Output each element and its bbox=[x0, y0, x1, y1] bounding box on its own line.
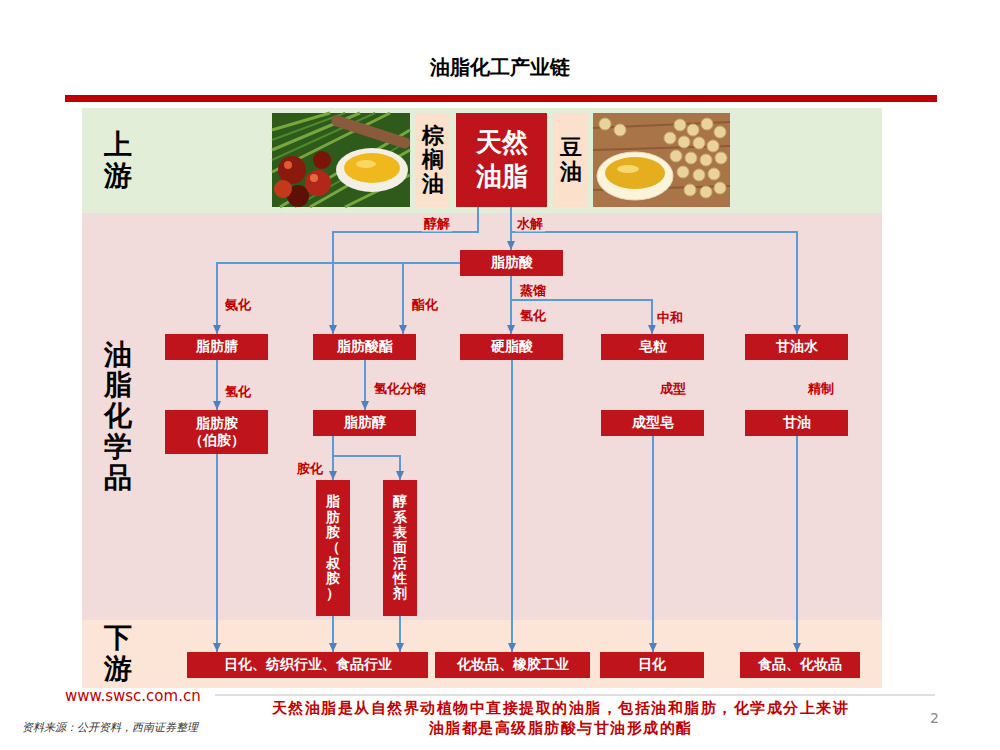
process-label-holder: 成型 bbox=[658, 378, 688, 397]
application-box: 日化 bbox=[600, 652, 704, 678]
flow-arrow bbox=[399, 616, 401, 652]
flow-arrow bbox=[364, 360, 366, 410]
product-box: 甘油水 bbox=[745, 334, 848, 360]
band-label: 下游 bbox=[104, 623, 132, 685]
title-holder: 油脂化工产业链 bbox=[0, 54, 1000, 81]
flow-arrow bbox=[796, 436, 798, 652]
flow-arrow bbox=[511, 207, 797, 334]
flow-arrow bbox=[652, 436, 654, 652]
process-label: 蒸馏 bbox=[518, 283, 548, 299]
product-box: 硬脂酸 bbox=[460, 334, 563, 360]
process-label: 精制 bbox=[806, 381, 836, 397]
footer-rule bbox=[215, 695, 935, 696]
process-label-holder: 氢化分馏 bbox=[372, 378, 428, 397]
process-label-holder: 水解 bbox=[515, 213, 545, 232]
source-note-holder: 资料来源：公开资料，西南证券整理 bbox=[22, 716, 198, 735]
process-label-holder: 精制 bbox=[806, 378, 836, 397]
process-label: 胺化 bbox=[295, 461, 325, 477]
caption: 天然油脂是从自然界动植物中直接提取的油脂，包括油和脂肪，化学成分上来讲 油脂都是… bbox=[272, 699, 850, 737]
node-label: 脂肪酸酯 bbox=[337, 338, 393, 356]
node-label: 脂肪腈 bbox=[196, 338, 238, 356]
process-label: 酯化 bbox=[410, 297, 440, 313]
application-box: 食品、化妆品 bbox=[740, 652, 860, 678]
flow-arrow bbox=[511, 360, 513, 652]
flow-arrow bbox=[511, 276, 652, 334]
process-label-holder: 中和 bbox=[655, 307, 685, 326]
node-label: 脂肪胺（叔胺） bbox=[326, 494, 340, 602]
node-label: 皂粒 bbox=[639, 338, 667, 356]
process-label-holder: 氢化 bbox=[518, 305, 548, 324]
application-box: 日化、纺织行业、食品行业 bbox=[187, 652, 428, 678]
oil-source-box: 豆油 bbox=[553, 113, 588, 207]
process-label-holder: 胺化 bbox=[295, 458, 325, 477]
product-box: 脂肪胺 （伯胺） bbox=[165, 410, 268, 454]
soybean-oil-photo bbox=[593, 113, 730, 207]
node-label: 豆油 bbox=[560, 136, 582, 184]
page-number-holder: 2 bbox=[930, 708, 939, 727]
node-label: 脂肪胺 （伯胺） bbox=[187, 415, 247, 450]
palm-oil-photo bbox=[272, 113, 411, 207]
product-box: 甘油 bbox=[745, 410, 848, 436]
product-box: 醇系表面活性剂 bbox=[383, 480, 417, 616]
flow-arrow bbox=[403, 263, 460, 334]
node-label: 日化、纺织行业、食品行业 bbox=[224, 656, 392, 674]
process-label-holder: 蒸馏 bbox=[518, 280, 548, 299]
product-box: 脂肪腈 bbox=[165, 334, 268, 360]
flow-arrow bbox=[217, 263, 460, 334]
node-label: 天然 油脂 bbox=[471, 126, 533, 194]
node-label: 日化 bbox=[638, 656, 666, 674]
stage-band: 下游日化、纺织行业、食品行业 化妆品、橡胶工业 日化 食品、化妆品 bbox=[82, 620, 882, 688]
application-box: 化妆品、橡胶工业 bbox=[435, 652, 590, 678]
process-label: 氢化分馏 bbox=[372, 381, 428, 397]
process-label-holder: 醇解 bbox=[422, 213, 452, 232]
flow-arrow bbox=[332, 616, 334, 652]
node-label: 硬脂酸 bbox=[491, 338, 533, 356]
flow-arrow bbox=[333, 207, 478, 334]
product-box: 脂肪醇 bbox=[313, 410, 416, 436]
website: www.swsc.com.cn bbox=[65, 687, 201, 705]
node-label: 醇系表面活性剂 bbox=[393, 494, 407, 602]
product-box: 脂肪酸酯 bbox=[313, 334, 416, 360]
slide-title: 油脂化工产业链 bbox=[430, 55, 570, 79]
process-label: 水解 bbox=[515, 216, 545, 232]
band-label: 上游 bbox=[104, 130, 132, 192]
band-label: 油脂化学品 bbox=[104, 340, 132, 494]
product-box: 皂粒 bbox=[601, 334, 704, 360]
raw-material-box: 天然 油脂 bbox=[456, 113, 547, 207]
process-label: 醇解 bbox=[422, 216, 452, 232]
product-box: 脂肪酸 bbox=[460, 250, 563, 276]
node-label: 化妆品、橡胶工业 bbox=[457, 656, 569, 674]
node-label: 甘油水 bbox=[776, 338, 818, 356]
node-label: 食品、化妆品 bbox=[758, 656, 842, 674]
flow-arrow bbox=[216, 360, 218, 410]
process-label: 氢化 bbox=[223, 384, 253, 400]
process-label: 成型 bbox=[658, 381, 688, 397]
node-label: 脂肪酸 bbox=[491, 254, 533, 272]
header-bar bbox=[65, 95, 937, 102]
website-holder: www.swsc.com.cn bbox=[65, 686, 201, 705]
flow-arrow bbox=[216, 454, 218, 652]
product-box: 脂肪胺（叔胺） bbox=[316, 480, 350, 616]
node-label: 棕榈油 bbox=[422, 124, 444, 197]
product-box: 成型皂 bbox=[601, 410, 704, 436]
process-label-holder: 氢化 bbox=[223, 381, 253, 400]
process-label: 氨化 bbox=[223, 297, 253, 313]
caption-holder: 天然油脂是从自然界动植物中直接提取的油脂，包括油和脂肪，化学成分上来讲 油脂都是… bbox=[268, 698, 853, 738]
node-label: 脂肪醇 bbox=[344, 414, 386, 432]
page-number: 2 bbox=[930, 710, 939, 726]
process-label: 中和 bbox=[655, 310, 685, 326]
process-label: 氢化 bbox=[518, 308, 548, 324]
stage-band: 油脂化学品 脂肪酸脂肪腈 脂肪酸酯 硬脂酸 皂粒 甘油水脂肪胺 （伯胺） 脂肪醇 成型皂 甘油脂… bbox=[82, 213, 882, 620]
node-label: 成型皂 bbox=[632, 414, 674, 432]
process-label-holder: 酯化 bbox=[410, 294, 440, 313]
process-label-holder: 氨化 bbox=[223, 294, 253, 313]
node-label: 甘油 bbox=[783, 414, 811, 432]
source-note: 资料来源：公开资料，西南证券整理 bbox=[22, 720, 198, 735]
stage-band: 上游 棕榈油 天然 油脂豆油 bbox=[82, 108, 882, 213]
oil-source-box: 棕榈油 bbox=[415, 113, 450, 207]
flow-arrow bbox=[333, 436, 400, 480]
